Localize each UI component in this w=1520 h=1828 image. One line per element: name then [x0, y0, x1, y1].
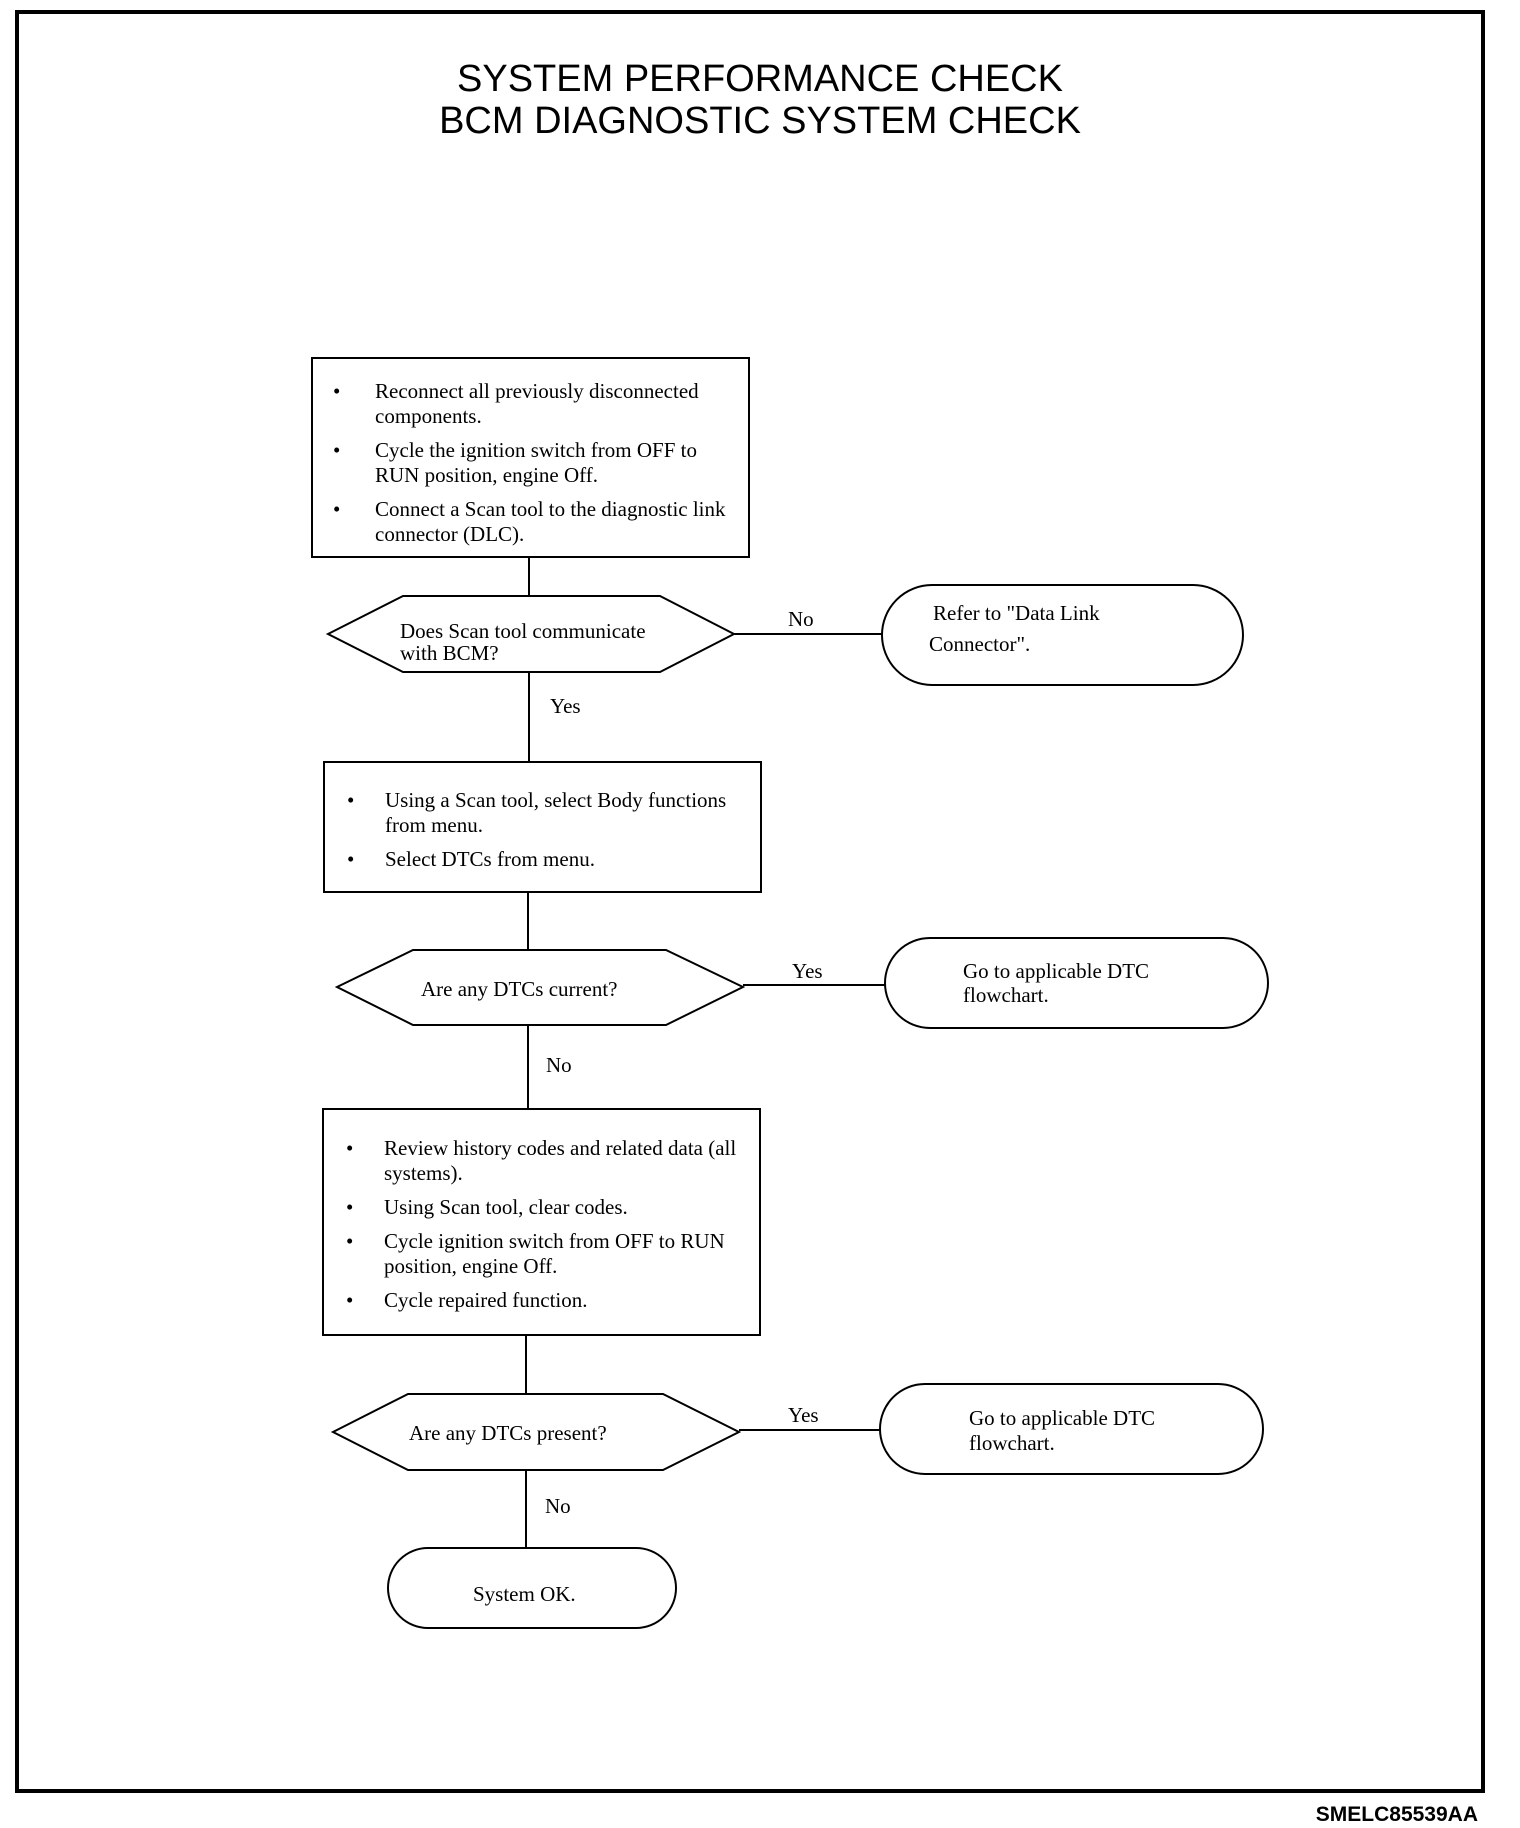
page-frame	[15, 10, 1485, 1793]
step-2-item-1: Using a Scan tool, select Body functions…	[325, 788, 746, 838]
decision-3-no-label: No	[545, 1494, 571, 1518]
result-1-shape	[881, 584, 1244, 686]
figure-code: SMELC85539AA	[1315, 1803, 1478, 1826]
title-line-1: SYSTEM PERFORMANCE CHECK	[457, 58, 1063, 100]
decision-3-shape	[330, 1393, 742, 1471]
step-box-1: Reconnect all previously disconnected co…	[311, 357, 750, 558]
step-1-item-3: Connect a Scan tool to the diagnostic li…	[313, 497, 734, 547]
decision-1-shape	[325, 595, 737, 673]
decision-3-text: Are any DTCs present?	[409, 1421, 607, 1445]
decision-1-yes-label: Yes	[550, 694, 581, 718]
step-box-2: Using a Scan tool, select Body functions…	[323, 761, 762, 893]
step-1-item-1: Reconnect all previously disconnected co…	[313, 379, 734, 429]
result-2-text-line2: flowchart.	[963, 983, 1049, 1007]
step-3-item-1: Review history codes and related data (a…	[324, 1136, 745, 1186]
step-1-item-2: Cycle the ignition switch from OFF to RU…	[313, 438, 734, 488]
decision-2-text: Are any DTCs current?	[421, 977, 618, 1001]
step-3-item-3: Cycle ignition switch from OFF to RUN po…	[324, 1229, 745, 1279]
step-3-item-2: Using Scan tool, clear codes.	[324, 1195, 745, 1220]
result-2-text-line1: Go to applicable DTC	[963, 959, 1149, 983]
decision-1-no-label: No	[788, 607, 814, 631]
step-2-item-2: Select DTCs from menu.	[325, 847, 746, 872]
result-2-shape	[884, 937, 1269, 1029]
title-line-2: BCM DIAGNOSTIC SYSTEM CHECK	[439, 100, 1081, 142]
end-shape	[387, 1547, 677, 1629]
decision-2-yes-label: Yes	[792, 959, 823, 983]
result-3-text-line2: flowchart.	[969, 1431, 1055, 1455]
result-3-text-line1: Go to applicable DTC	[969, 1406, 1155, 1430]
decision-2-shape	[334, 949, 746, 1026]
end-text: System OK.	[473, 1582, 576, 1606]
step-box-3: Review history codes and related data (a…	[322, 1108, 761, 1336]
decision-2-no-label: No	[546, 1053, 572, 1077]
decision-1-text-line1: Does Scan tool communicate	[400, 619, 646, 643]
result-1-text-line1: Refer to "Data Link	[933, 601, 1100, 625]
step-3-item-4: Cycle repaired function.	[324, 1288, 745, 1313]
result-1-text-line2: Connector".	[929, 632, 1030, 656]
decision-3-yes-label: Yes	[788, 1403, 819, 1427]
decision-1-text-line2: with BCM?	[400, 641, 499, 665]
result-3-shape	[879, 1383, 1264, 1475]
